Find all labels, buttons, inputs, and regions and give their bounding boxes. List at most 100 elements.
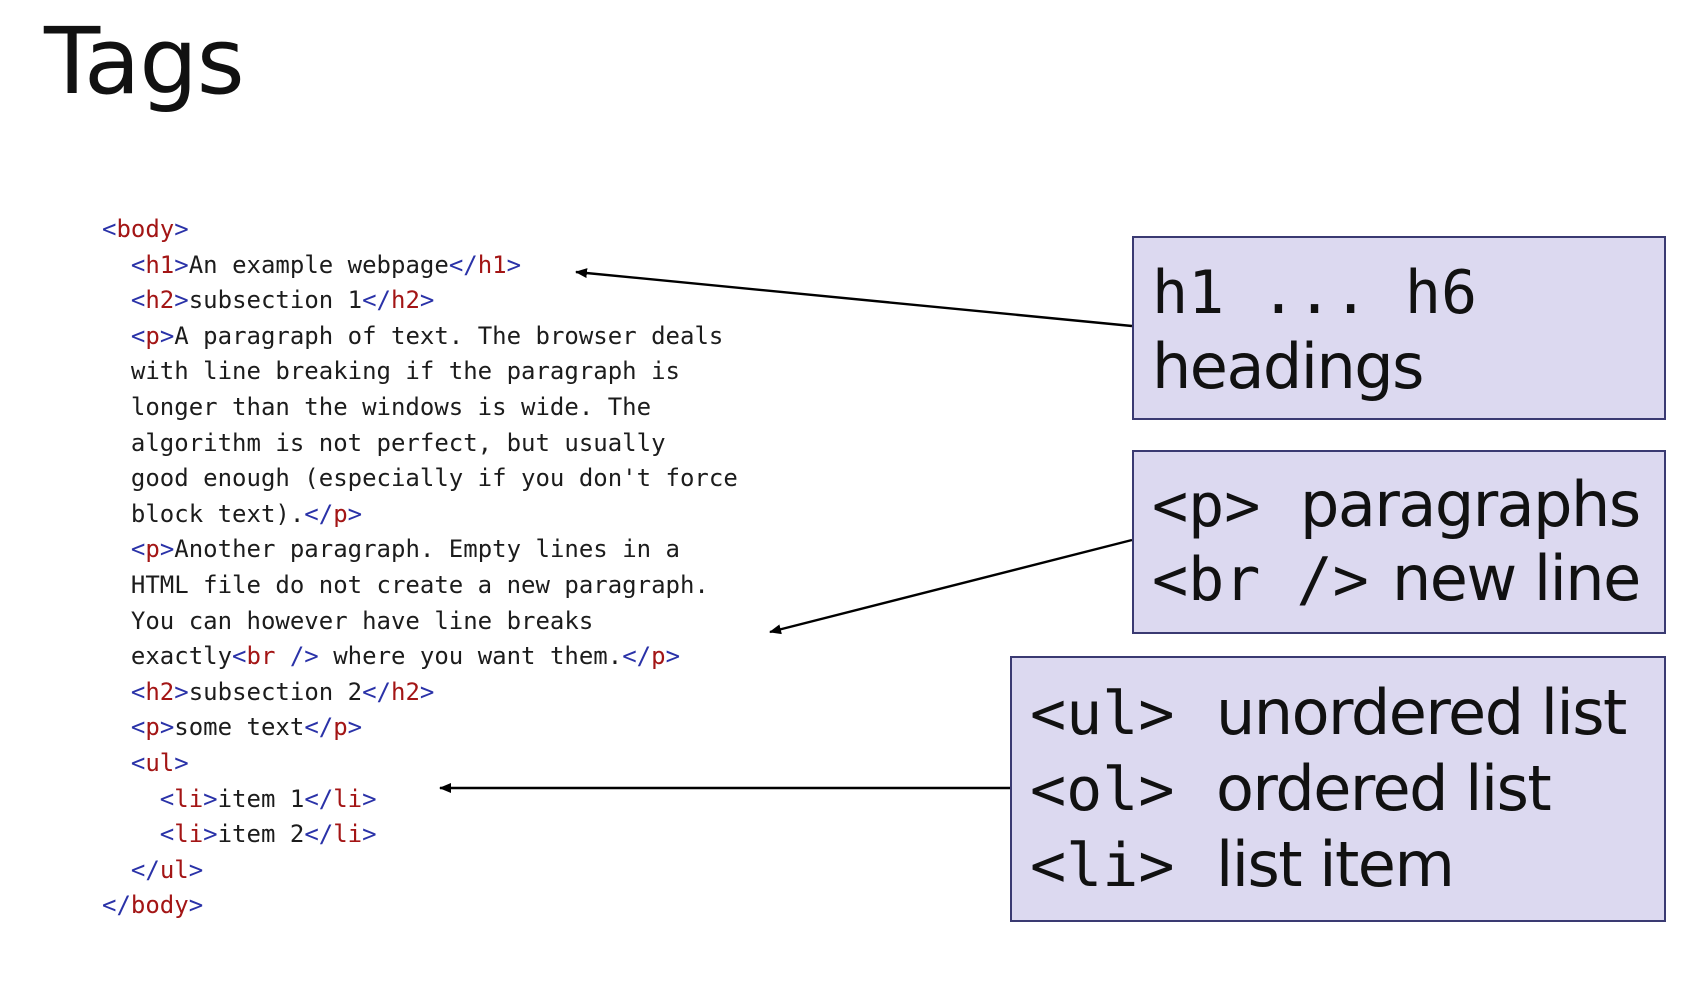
code-tag-name: ul — [145, 748, 175, 777]
code-text — [102, 856, 131, 884]
li-desc: list item — [1216, 828, 1455, 901]
code-tag-bracket: > — [506, 250, 522, 279]
code-tag-name: ul — [159, 855, 189, 884]
code-line: exactly<br /> where you want them.</p> — [102, 639, 738, 675]
code-tag-name: h1 — [477, 250, 507, 279]
code-line: block text).</p> — [102, 497, 738, 533]
code-line: <body> — [102, 212, 738, 248]
code-tag-bracket: </ — [362, 677, 392, 706]
code-tag-bracket: > — [362, 820, 377, 849]
paragraph-term-line: <p> paragraphs — [1152, 468, 1641, 541]
code-tag-bracket: </ — [304, 820, 334, 849]
code-tag-name: li — [333, 820, 363, 849]
callout-paragraphs: <p> paragraphs <br /> new line — [1132, 450, 1666, 634]
code-tag-bracket: > — [419, 286, 435, 315]
headings-desc: headings — [1152, 330, 1424, 403]
code-line: </ul> — [102, 853, 738, 889]
code-tag-name: li — [174, 784, 204, 813]
code-tag-bracket: </ — [622, 642, 652, 671]
arrow-to-paragraphs — [769, 538, 1133, 635]
code-tag-name: p — [145, 713, 160, 742]
code-tag-bracket: /> — [275, 642, 319, 671]
code-tag-bracket: > — [159, 713, 175, 742]
code-listing: <body> <h1>An example webpage</h1> <h2>s… — [102, 212, 738, 924]
code-tag-name: h2 — [145, 286, 175, 315]
ul-desc: unordered list — [1216, 676, 1627, 749]
code-text: good enough (especially if you don't for… — [102, 464, 738, 493]
code-line: <ul> — [102, 746, 738, 782]
code-text: HTML file do not create a new paragraph. — [102, 570, 709, 599]
code-tag-bracket: < — [232, 642, 247, 671]
code-tag-bracket: > — [174, 748, 189, 777]
code-line: <p>some text</p> — [102, 710, 738, 746]
code-tag-bracket: > — [159, 321, 175, 350]
code-tag-bracket: </ — [102, 891, 131, 920]
code-line: You can however have line breaks — [102, 604, 738, 640]
code-text: with line breaking if the paragraph is — [102, 357, 680, 386]
code-tag-name: p — [333, 499, 348, 528]
code-tag-bracket: > — [419, 677, 435, 706]
code-tag-name: p — [651, 642, 666, 671]
code-line: <p>A paragraph of text. The browser deal… — [102, 319, 738, 355]
code-tag-bracket: > — [174, 215, 189, 243]
code-text — [102, 286, 131, 314]
code-tag-bracket: > — [203, 820, 218, 849]
code-text: An example webpage — [188, 250, 449, 279]
code-tag-bracket: > — [347, 499, 363, 528]
code-tag-bracket: > — [174, 286, 189, 315]
ol-line: <ol> ordered list — [1030, 752, 1552, 825]
slide-title: Tags — [44, 8, 245, 115]
code-line: <li>item 2</li> — [102, 817, 738, 853]
code-tag-name: p — [145, 321, 160, 350]
code-tag-name: li — [333, 784, 363, 813]
headings-term-line: h1 ... h6 — [1152, 258, 1477, 328]
code-tag-bracket: < — [130, 677, 146, 706]
callout-headings: h1 ... h6 headings — [1132, 236, 1666, 420]
line-break-term: <br /> — [1152, 545, 1369, 615]
code-tag-bracket: > — [203, 784, 218, 813]
code-text: subsection 1 — [188, 286, 363, 315]
code-line: with line breaking if the paragraph is — [102, 354, 738, 390]
code-line: </body> — [102, 888, 738, 924]
code-text — [102, 713, 131, 741]
code-text: block text). — [102, 499, 305, 528]
line-break-desc: new line — [1392, 542, 1641, 615]
code-tag-bracket: > — [362, 784, 377, 813]
code-tag-bracket: </ — [362, 286, 392, 315]
code-tag-name: li — [174, 820, 204, 849]
code-text: where you want them. — [318, 642, 623, 671]
code-line: <h2>subsection 2</h2> — [102, 675, 738, 711]
line-break-term-line: <br /> new line — [1152, 542, 1641, 615]
code-tag-bracket: < — [159, 784, 175, 813]
code-text — [102, 251, 131, 279]
code-tag-name: p — [333, 713, 348, 742]
headings-term: h1 ... h6 — [1152, 258, 1478, 328]
code-line: HTML file do not create a new paragraph. — [102, 568, 738, 604]
code-text — [102, 678, 131, 706]
code-tag-bracket: </ — [448, 250, 478, 279]
code-line: good enough (especially if you don't for… — [102, 461, 738, 497]
code-tag-bracket: </ — [304, 713, 334, 742]
code-line: algorithm is not perfect, but usually — [102, 426, 738, 462]
code-tag-bracket: < — [130, 748, 146, 777]
code-tag-bracket: </ — [304, 784, 334, 813]
code-text: some text — [174, 713, 305, 742]
code-text — [102, 535, 131, 563]
code-tag-bracket: > — [188, 891, 204, 920]
code-tag-bracket: < — [130, 713, 146, 742]
code-tag-bracket: > — [159, 535, 175, 564]
ul-line: <ul> unordered list — [1030, 676, 1627, 749]
paragraph-term: <p> — [1152, 471, 1261, 541]
paragraph-desc: paragraphs — [1300, 468, 1641, 541]
code-text: subsection 2 — [188, 677, 363, 706]
code-tag-name: body — [130, 891, 189, 920]
code-text: item 1 — [217, 784, 305, 813]
code-tag-name: p — [145, 535, 160, 564]
code-tag-bracket: </ — [304, 499, 334, 528]
li-term: <li> — [1030, 831, 1175, 901]
ol-term: <ol> — [1030, 755, 1175, 825]
code-tag-bracket: < — [130, 321, 146, 350]
code-tag-bracket: > — [665, 642, 681, 671]
code-tag-bracket: > — [188, 855, 204, 884]
code-tag-name: body — [116, 215, 175, 243]
